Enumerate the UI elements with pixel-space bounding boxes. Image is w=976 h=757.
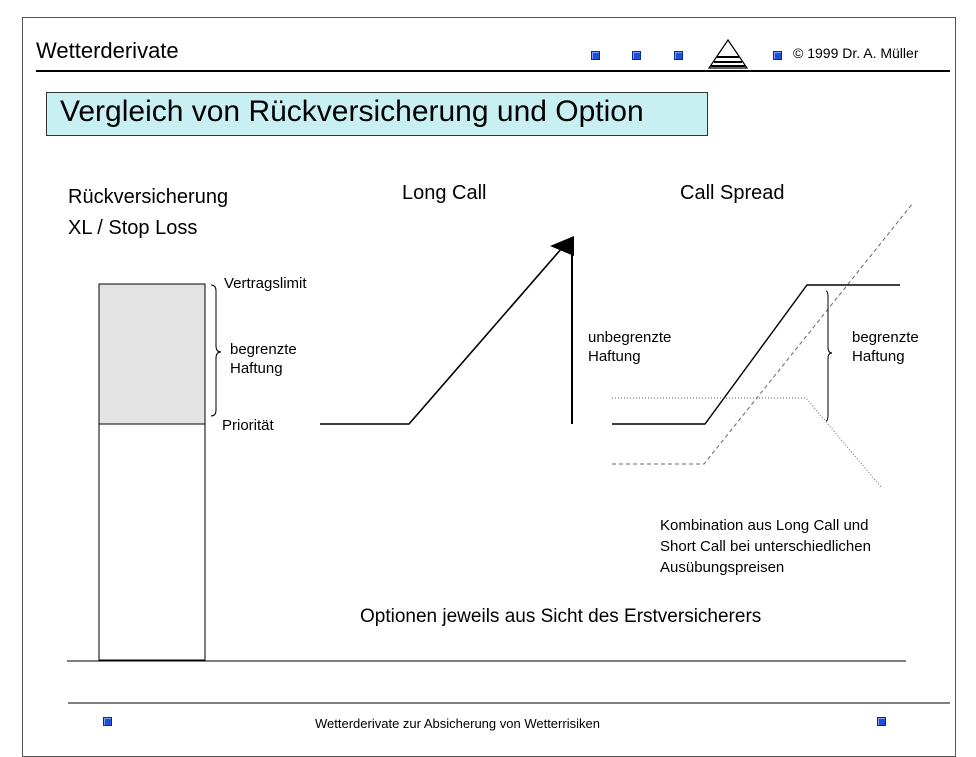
footer-text: Wetterderivate zur Absicherung von Wette… (315, 716, 600, 731)
begrenzte-label-left: begrenzte (230, 341, 297, 358)
left-brace (210, 284, 222, 417)
slide-headline: Vergleich von Rückversicherung und Optio… (60, 95, 644, 128)
pyramid-logo-icon (707, 38, 749, 69)
kombination-line-3: Ausübungspreisen (660, 559, 785, 576)
call-spread-payoff-line (612, 284, 900, 425)
short-call-component-line (612, 397, 883, 489)
haftung-label-middle: Haftung (588, 348, 641, 365)
long-call-payoff-line (320, 247, 563, 425)
reinsurance-subtitle: XL / Stop Loss (68, 217, 198, 239)
reinsurance-title: Rückversicherung (68, 186, 229, 208)
haftung-label-left: Haftung (230, 360, 283, 377)
prioritaet-label: Priorität (222, 417, 274, 434)
bullet-icon (591, 51, 600, 60)
bullet-icon (877, 717, 886, 726)
haftung-label-right: Haftung (852, 348, 905, 365)
long-call-title: Long Call (402, 182, 487, 204)
bullet-icon (103, 717, 112, 726)
kombination-line-1: Kombination aus Long Call und (660, 517, 869, 534)
kombination-line-2: Short Call bei unterschiedlichen (660, 538, 871, 555)
payoff-diagram (67, 202, 950, 704)
unbegrenzte-label: unbegrenzte (588, 329, 672, 346)
call-spread-title: Call Spread (680, 182, 785, 204)
copyright-text: © 1999 Dr. A. Müller (793, 45, 919, 61)
bullet-icon (632, 51, 641, 60)
right-brace (825, 290, 833, 422)
optionen-note: Optionen jeweils aus Sicht des Erstversi… (360, 606, 762, 627)
header-title: Wetterderivate (36, 38, 179, 63)
headline-box (46, 92, 708, 136)
retention-layer-rect (98, 423, 206, 661)
bullet-icon (674, 51, 683, 60)
bullet-icon (773, 51, 782, 60)
begrenzte-label-right: begrenzte (852, 329, 919, 346)
vertragslimit-label: Vertragslimit (224, 275, 307, 292)
long-call-component-line (612, 202, 914, 465)
header-rule (36, 70, 950, 72)
limit-layer-rect (98, 283, 206, 425)
